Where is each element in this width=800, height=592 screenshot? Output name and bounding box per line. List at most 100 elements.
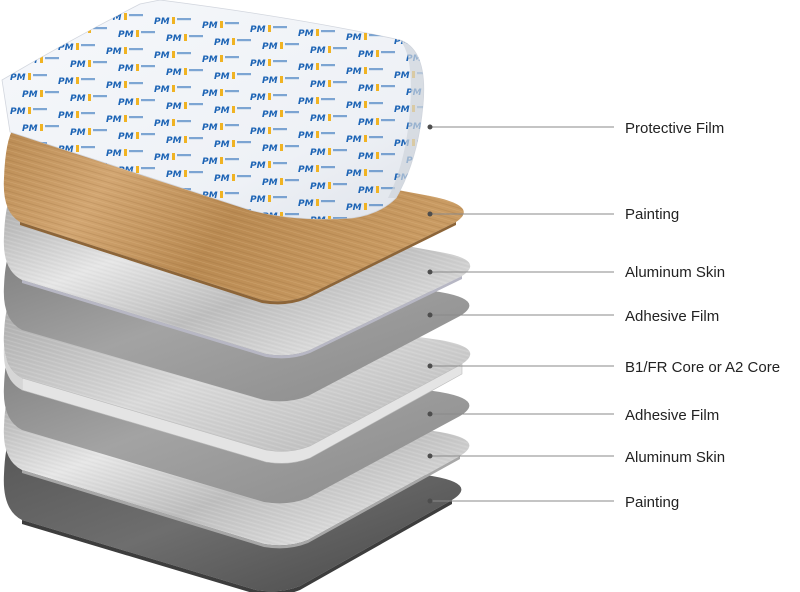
film-logo-accent [232, 72, 235, 79]
film-logo-accent [364, 101, 367, 108]
film-logo-accent [124, 81, 127, 88]
film-logo-mark: PM [118, 64, 134, 74]
film-logo-wordmark [429, 55, 443, 57]
film-logo-accent [136, 132, 139, 139]
film-logo-accent [28, 107, 31, 114]
film-logo-accent [376, 50, 379, 57]
film-logo-accent [28, 5, 31, 12]
film-logo-mark: PM [310, 182, 326, 192]
film-logo-wordmark [225, 90, 239, 93]
film-logo-mark: PM [358, 186, 374, 196]
film-logo-wordmark [189, 103, 203, 106]
film-logo-wordmark [189, 69, 203, 72]
film-logo-wordmark [177, 86, 191, 89]
film-logo-wordmark [177, 52, 191, 55]
film-logo-accent [424, 88, 427, 95]
film-logo-mark: PM [394, 139, 410, 149]
leader-dot [427, 312, 433, 318]
film-logo-wordmark [273, 128, 287, 131]
film-logo-mark: PM [214, 106, 230, 116]
film-logo-mark: PM [22, 124, 38, 134]
film-logo-accent [364, 135, 367, 142]
film-logo-mark: PM [298, 165, 314, 175]
film-logo-accent [172, 17, 175, 24]
film-logo-accent [328, 216, 331, 219]
film-logo-mark: PM [250, 25, 266, 35]
film-logo-accent [136, 98, 139, 105]
film-logo-wordmark [273, 26, 287, 29]
film-logo-mark: PM [214, 38, 230, 48]
film-logo-accent [364, 33, 367, 40]
film-logo-wordmark [141, 133, 155, 136]
film-logo-wordmark [177, 18, 191, 21]
film-logo-accent [220, 157, 223, 164]
film-logo-mark: PM [202, 89, 218, 99]
leader-dot [427, 211, 433, 217]
label-aluminum-skin-bottom: Aluminum Skin [625, 449, 725, 466]
film-logo-mark: PM [202, 55, 218, 65]
film-logo-accent [316, 131, 319, 138]
label-protective-film: Protective Film [625, 120, 724, 137]
film-logo-accent [268, 195, 271, 202]
film-logo-accent [232, 38, 235, 45]
film-logo-mark: PM [310, 80, 326, 90]
film-logo-accent [364, 169, 367, 176]
film-logo-accent [40, 56, 43, 63]
label-painting-top: Painting [625, 206, 679, 223]
film-logo-wordmark [381, 85, 395, 88]
callout-painting-top: Painting [427, 206, 679, 223]
film-logo-accent [88, 60, 91, 67]
film-logo-wordmark [81, 44, 95, 47]
film-logo-mark: PM [310, 114, 326, 124]
film-logo-mark: PM [346, 135, 362, 145]
film-logo-mark: PM [166, 68, 182, 78]
film-logo-mark: PM [310, 216, 326, 226]
film-logo-accent [88, 26, 91, 33]
film-logo-mark: PM [154, 17, 170, 27]
film-logo-accent [28, 73, 31, 80]
film-logo-wordmark [321, 200, 335, 203]
film-logo-accent [88, 128, 91, 135]
leader-dot [427, 124, 433, 130]
film-logo-mark: PM [106, 47, 122, 57]
film-logo-wordmark [237, 141, 251, 144]
film-logo-accent [424, 54, 427, 61]
film-logo-accent [220, 55, 223, 62]
film-logo-mark: PM [10, 39, 26, 49]
film-logo-mark: PM [250, 59, 266, 69]
film-logo-mark: PM [346, 169, 362, 179]
film-logo-wordmark [321, 64, 335, 67]
film-logo-accent [88, 94, 91, 101]
film-logo-wordmark [225, 192, 239, 195]
film-logo-accent [76, 77, 79, 84]
layer-callouts: Protective Film Painting Aluminum Skin A… [427, 120, 780, 511]
film-logo-wordmark [273, 94, 287, 97]
film-logo-accent [412, 37, 415, 44]
film-logo-accent [328, 46, 331, 53]
film-logo-wordmark [177, 120, 191, 123]
film-logo-wordmark [45, 57, 59, 60]
film-logo-mark: PM [346, 67, 362, 77]
film-logo-wordmark [81, 112, 95, 115]
film-logo-accent [232, 140, 235, 147]
film-logo-wordmark [285, 145, 299, 148]
film-logo-wordmark [369, 102, 383, 105]
film-logo-accent [280, 144, 283, 151]
film-logo-wordmark [381, 119, 395, 122]
film-logo-mark: PM [298, 199, 314, 209]
film-logo-mark: PM [154, 153, 170, 163]
film-logo-wordmark [237, 107, 251, 110]
film-logo-accent [136, 166, 139, 173]
film-logo-accent [316, 63, 319, 70]
film-logo-mark: PM [118, 30, 134, 40]
film-logo-accent [268, 25, 271, 32]
film-logo-wordmark [321, 166, 335, 169]
film-logo-accent [220, 191, 223, 198]
film-logo-mark: PM [22, 90, 38, 100]
film-logo-mark: PM [118, 132, 134, 142]
film-logo-accent [232, 106, 235, 113]
film-logo-accent [376, 186, 379, 193]
callout-adhesive-film-top: Adhesive Film [427, 308, 719, 325]
film-logo-accent [424, 122, 427, 129]
film-logo-mark: PM [106, 81, 122, 91]
